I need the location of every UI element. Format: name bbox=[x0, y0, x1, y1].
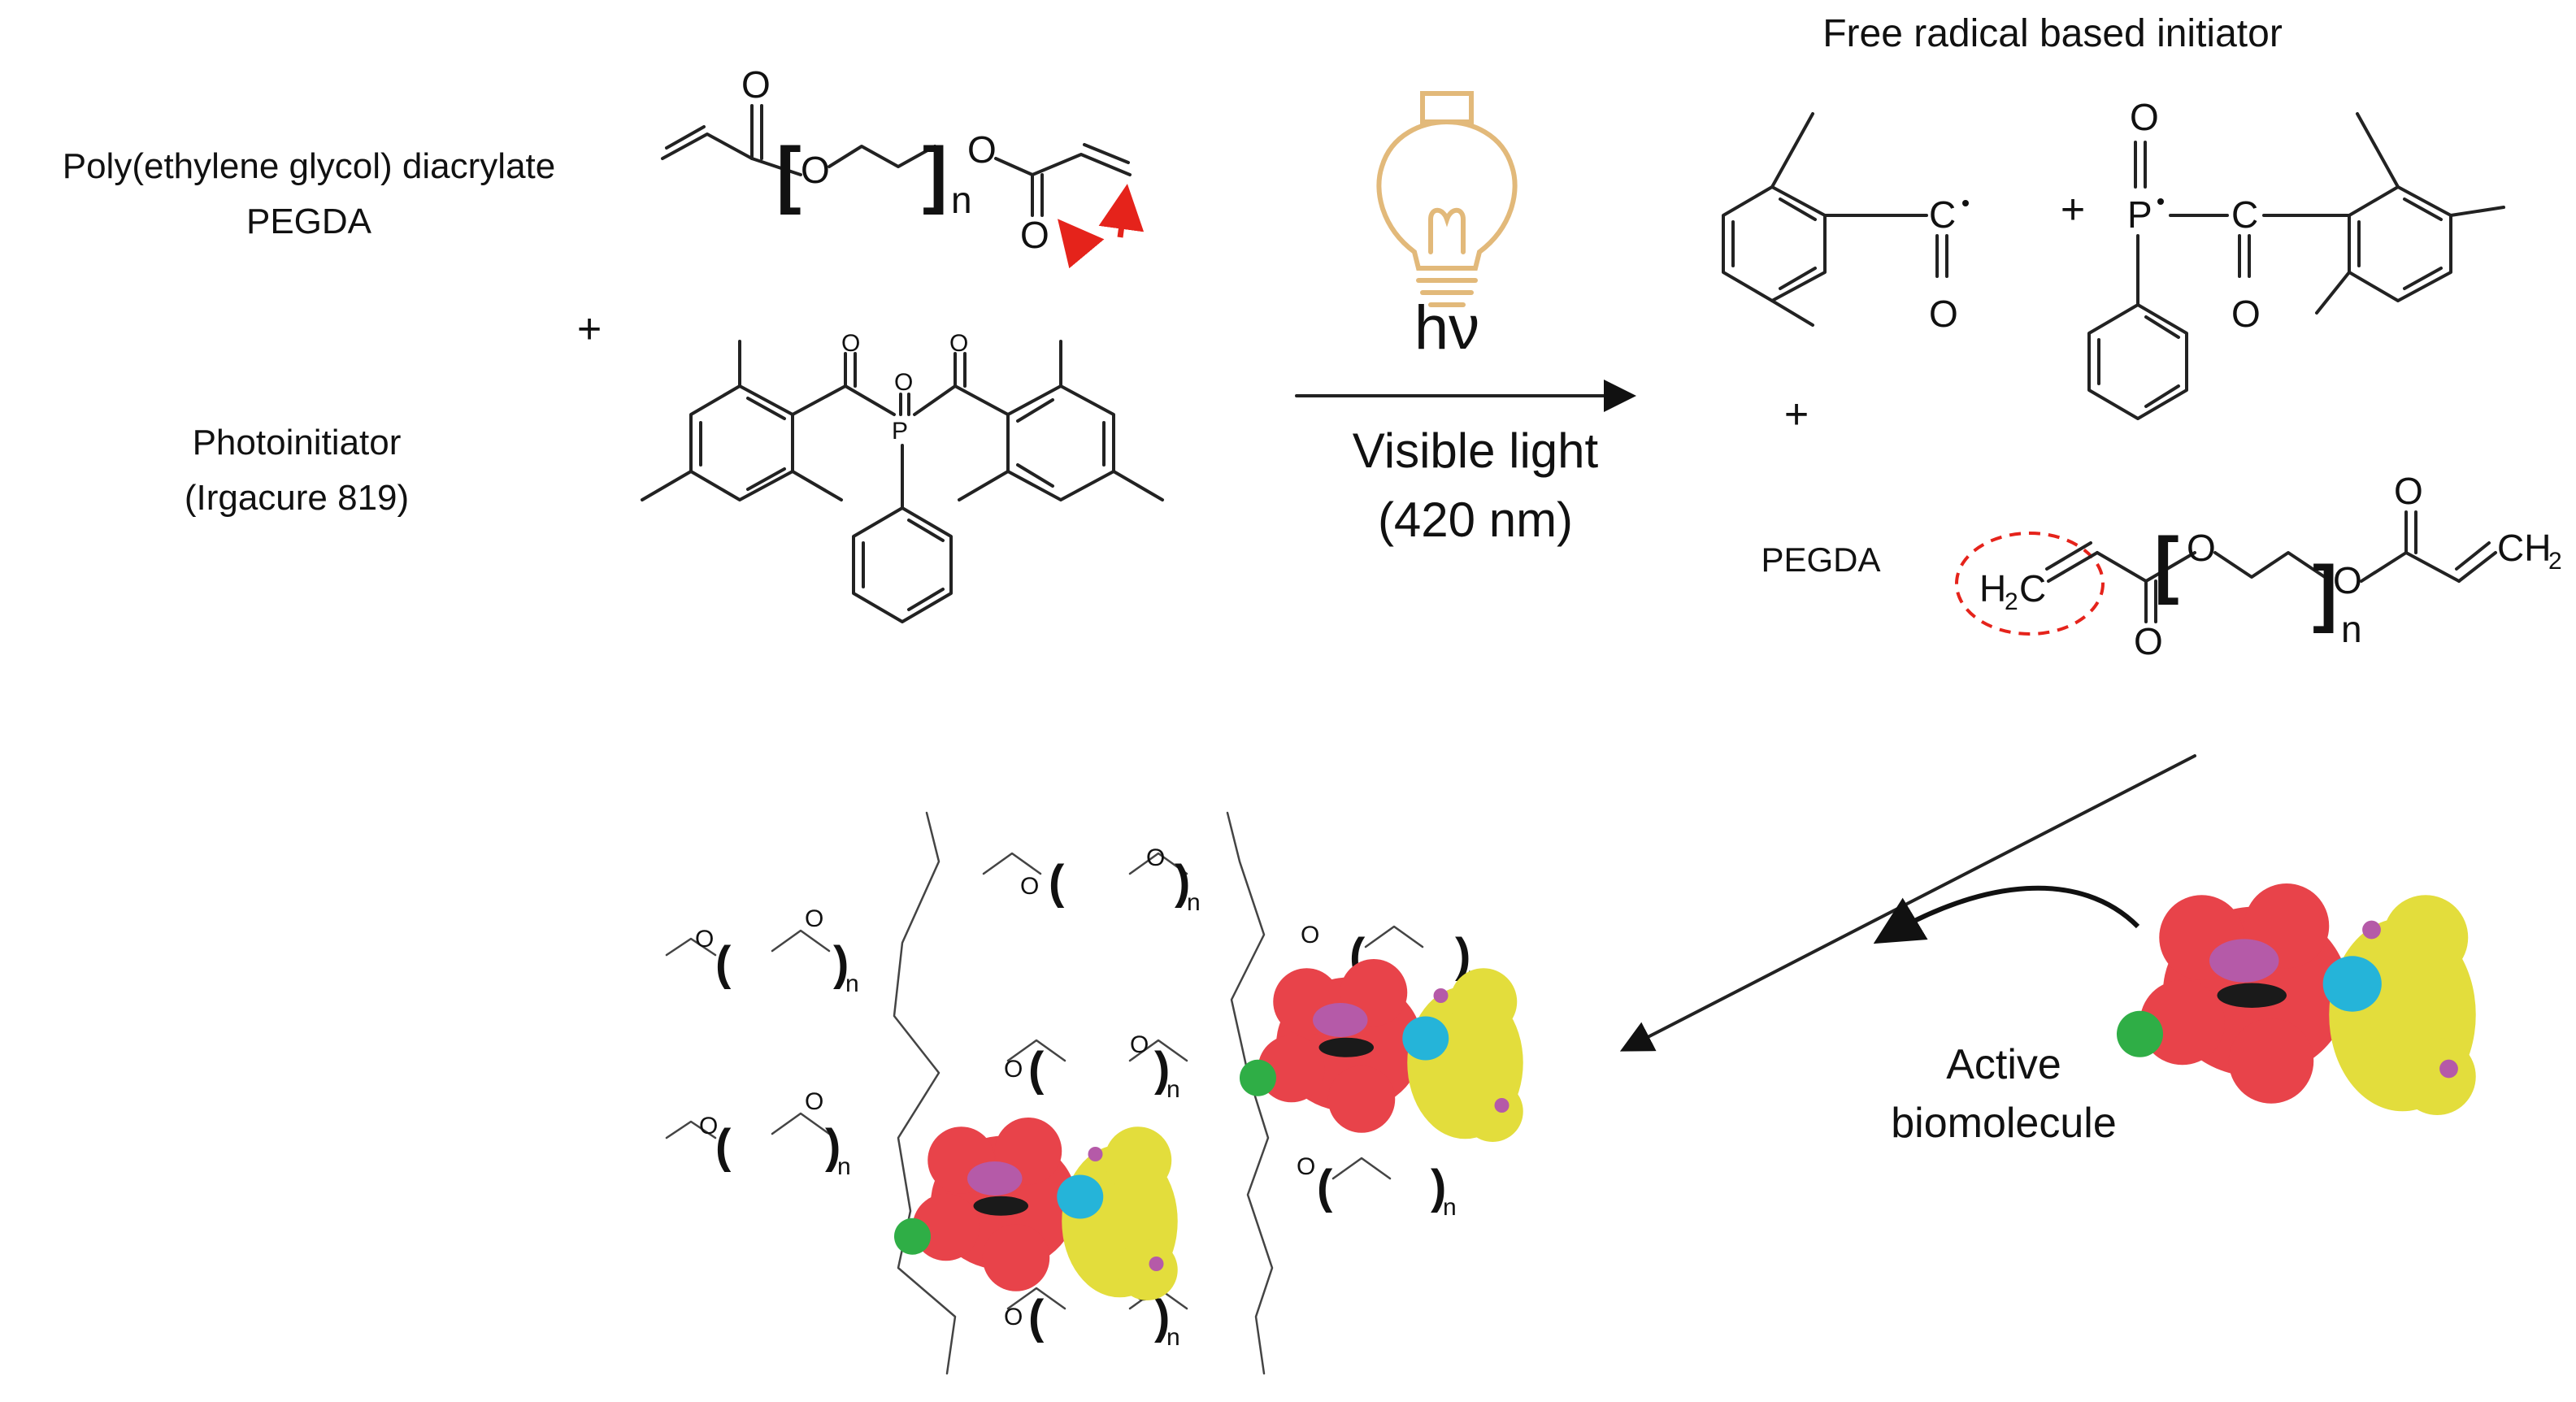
hydrogel-network: ()n ()n ()n ()n ()n ()n ()n O O O O O O … bbox=[665, 811, 1481, 1375]
svg-text:O: O bbox=[1130, 1031, 1149, 1058]
visible-light-label-line1: Visible light bbox=[1352, 423, 1599, 478]
right-bracket: ] bbox=[923, 132, 948, 215]
subscript-n: n bbox=[2341, 608, 2362, 650]
atom-o: O bbox=[741, 63, 771, 106]
protein-image-network-2 bbox=[894, 1118, 1178, 1300]
svg-text:n: n bbox=[1443, 1194, 1457, 1221]
pegda-name-line2: PEGDA bbox=[245, 202, 372, 241]
svg-text:n: n bbox=[845, 970, 859, 997]
svg-text:(: ( bbox=[1317, 1161, 1333, 1213]
svg-text:O: O bbox=[1020, 873, 1039, 900]
atom-o: O bbox=[841, 330, 860, 357]
right-bracket: ] bbox=[2313, 551, 2338, 634]
atom-c: CH bbox=[2497, 527, 2551, 569]
svg-text:): ) bbox=[1431, 1161, 1446, 1213]
atom-o: O bbox=[2394, 470, 2423, 512]
atom-c: C bbox=[1929, 193, 1956, 236]
light-bulb-icon bbox=[1376, 91, 1518, 307]
svg-text:O: O bbox=[1301, 922, 1319, 948]
pegda-structure-top: O [ O ] n O O bbox=[661, 63, 1145, 269]
red-arrow-1 bbox=[1058, 219, 1105, 269]
pegda-short-label: PEGDA bbox=[1761, 540, 1881, 579]
benzoyl-radical-structure: C O bbox=[1722, 112, 1969, 335]
subscript-n: n bbox=[951, 179, 972, 221]
plus-sign-radicals: + bbox=[2060, 186, 2086, 233]
atom-o: O bbox=[2130, 96, 2159, 138]
atom-o: O bbox=[1020, 214, 1049, 256]
atom-o: O bbox=[967, 128, 997, 171]
atom-c: C bbox=[2231, 193, 2258, 236]
left-bracket: [ bbox=[776, 132, 801, 215]
svg-text:): ) bbox=[1154, 1291, 1170, 1343]
svg-text:O: O bbox=[805, 905, 823, 932]
photoinitiator-label-line1: Photoinitiator bbox=[192, 423, 402, 462]
subscript-2: 2 bbox=[2548, 548, 2562, 575]
atom-o: O bbox=[2187, 527, 2216, 569]
svg-text:(: ( bbox=[1028, 1043, 1045, 1096]
free-radical-title: Free radical based initiator bbox=[1822, 12, 2283, 55]
dashed-highlight-circle bbox=[1955, 532, 2105, 636]
plus-sign-products: + bbox=[1783, 391, 1809, 438]
protein-image-network-1 bbox=[1240, 959, 1523, 1142]
radical-dot bbox=[2157, 198, 2164, 205]
subscript-2: 2 bbox=[2005, 588, 2018, 615]
diagonal-arrow bbox=[1619, 754, 2196, 1052]
active-biomolecule-label-line1: Active bbox=[1946, 1041, 2061, 1088]
svg-text:(: ( bbox=[715, 937, 732, 990]
red-arrow-2 bbox=[1098, 184, 1145, 238]
svg-text:O: O bbox=[805, 1088, 823, 1115]
atom-o: O bbox=[2134, 620, 2163, 662]
left-bracket: [ bbox=[2154, 523, 2179, 606]
irgacure-819-structure: O P O O bbox=[641, 330, 1164, 623]
photoinitiator-label-line2: (Irgacure 819) bbox=[184, 478, 410, 518]
phosphinoyl-radical-structure: O P C O bbox=[2087, 96, 2505, 420]
atom-o: O bbox=[1929, 293, 1958, 335]
visible-light-label-line2: (420 nm) bbox=[1377, 493, 1574, 547]
svg-text:): ) bbox=[1154, 1043, 1170, 1096]
plus-sign-reactants: + bbox=[576, 306, 602, 353]
svg-text:n: n bbox=[1187, 889, 1201, 916]
svg-text:O: O bbox=[695, 926, 714, 953]
svg-text:(: ( bbox=[1028, 1291, 1045, 1343]
atom-o: O bbox=[949, 330, 968, 357]
radical-dot bbox=[1962, 200, 1969, 206]
svg-text:(: ( bbox=[1049, 856, 1065, 909]
svg-text:): ) bbox=[1175, 856, 1190, 909]
atom-h: H bbox=[1979, 567, 2006, 610]
atom-o: O bbox=[894, 369, 913, 396]
atom-o: O bbox=[2231, 293, 2261, 335]
atom-c: C bbox=[2019, 567, 2046, 610]
active-biomolecule-label-line2: biomolecule bbox=[1891, 1100, 2117, 1147]
atom-o: O bbox=[801, 149, 830, 191]
svg-text:n: n bbox=[837, 1153, 851, 1180]
svg-text:n: n bbox=[1166, 1324, 1180, 1351]
svg-text:O: O bbox=[1004, 1304, 1023, 1330]
svg-text:O: O bbox=[1297, 1153, 1315, 1180]
svg-text:): ) bbox=[833, 937, 849, 990]
protein-image-standalone bbox=[2117, 883, 2476, 1115]
svg-text:O: O bbox=[1146, 844, 1165, 871]
svg-text:O: O bbox=[1004, 1056, 1023, 1083]
curved-arrow bbox=[1873, 885, 2140, 944]
atom-p: P bbox=[2127, 193, 2152, 236]
svg-text:O: O bbox=[699, 1113, 718, 1139]
svg-text:): ) bbox=[1455, 929, 1470, 982]
svg-text:(: ( bbox=[715, 1120, 732, 1173]
pegda-name-line1: Poly(ethylene glycol) diacrylate bbox=[62, 146, 556, 186]
atom-o: O bbox=[2333, 559, 2362, 601]
svg-text:): ) bbox=[825, 1120, 841, 1173]
svg-text:n: n bbox=[1166, 1076, 1180, 1103]
atom-p: P bbox=[892, 418, 908, 445]
pegda-structure-right: H 2 C O [ O ] n O O CH 2 bbox=[1955, 470, 2562, 662]
